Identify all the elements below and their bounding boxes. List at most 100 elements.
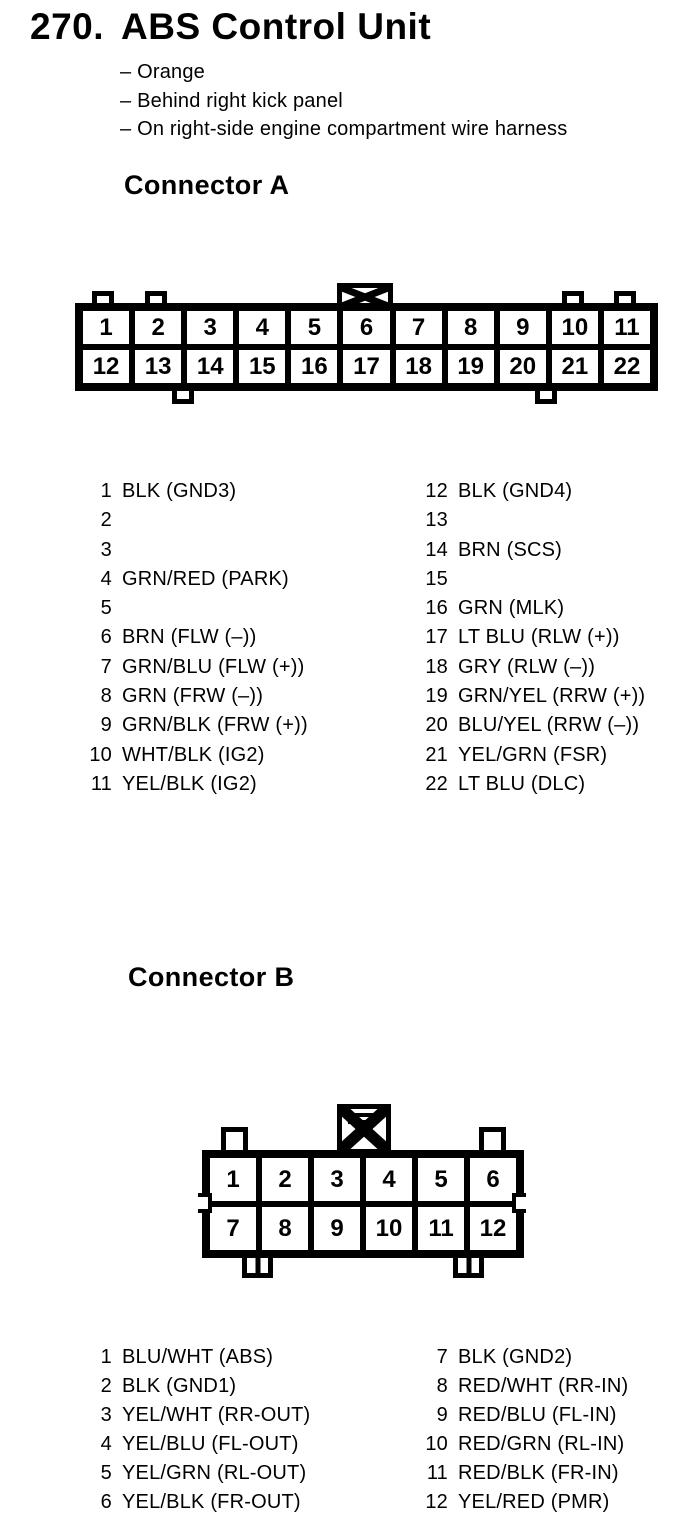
- pin-wire-label: BLK (GND4): [458, 480, 573, 502]
- pin-number: 20: [425, 714, 448, 737]
- pin-cell-5: 5: [415, 1155, 467, 1204]
- pin-number: 11: [90, 772, 112, 795]
- pin-wire-label: YEL/RED (PMR): [458, 1491, 610, 1513]
- pinout-row: 7 BLK (GND2): [402, 1343, 628, 1372]
- pin-cell-22: 22: [600, 347, 653, 386]
- pin-wire-label: BLK (GND3): [122, 480, 237, 502]
- pin-wire-label: LT BLU (DLC): [458, 772, 586, 795]
- pin-wire-label: RED/BLU (FL-IN): [458, 1404, 617, 1426]
- connector-b-side-notch: [512, 1193, 526, 1213]
- pinout-row: 20 BLU/YEL (RRW (–)): [402, 711, 645, 740]
- pinout-row: 18 GRY (RLW (–)): [402, 653, 645, 682]
- tab-slot: [466, 1255, 471, 1275]
- pin-cell-9: 9: [311, 1204, 363, 1253]
- pin-number: 3: [100, 1404, 112, 1426]
- pin-number: 10: [425, 1433, 448, 1455]
- pin-cell-1: 1: [207, 1155, 259, 1204]
- pinout-row: 6 BRN (FLW (–)): [66, 623, 308, 652]
- pin-wire-label: GRN/BLU (FLW (+)): [122, 655, 305, 678]
- pinout-row: 4 GRN/RED (PARK): [66, 565, 308, 594]
- pin-number: 8: [100, 685, 112, 708]
- pinout-row: 22 LT BLU (DLC): [402, 770, 645, 799]
- pin-wire-label: GRY (RLW (–)): [458, 655, 596, 678]
- pin-cell-3: 3: [311, 1155, 363, 1204]
- pin-wire-label: GRN/YEL (RRW (+)): [458, 685, 646, 708]
- pin-wire-label: BLK (GND2): [458, 1346, 573, 1368]
- pin-wire-label: GRN (FRW (–)): [122, 685, 264, 708]
- pin-number: 4: [100, 567, 112, 590]
- pin-cell-12: 12: [467, 1204, 519, 1253]
- pin-cell-8: 8: [259, 1204, 311, 1253]
- pin-cell-18: 18: [392, 347, 445, 386]
- pinout-row: 9 RED/BLU (FL-IN): [402, 1401, 628, 1430]
- pinout-row: 8 GRN (FRW (–)): [66, 682, 308, 711]
- pin-number: 3: [100, 538, 112, 561]
- pin-number: 22: [425, 772, 448, 795]
- pin-cell-14: 14: [184, 347, 237, 386]
- pin-number: 5: [100, 597, 112, 620]
- pin-cell-12: 12: [80, 347, 133, 386]
- pin-wire-label: GRN/RED (PARK): [122, 567, 289, 590]
- pin-cell-7: 7: [207, 1204, 259, 1253]
- pin-cell-2: 2: [259, 1155, 311, 1204]
- pin-cell-7: 7: [392, 308, 445, 347]
- location-notes: – Orange – Behind right kick panel – On …: [120, 58, 567, 144]
- pin-wire-label: BRN (FLW (–)): [122, 626, 257, 649]
- pin-number: 6: [100, 626, 112, 649]
- pin-wire-label: RED/WHT (RR-IN): [458, 1375, 629, 1397]
- pin-cell-5: 5: [288, 308, 341, 347]
- tab-slot: [255, 1255, 260, 1275]
- pin-wire-label: GRN (MLK): [458, 597, 565, 620]
- pinout-row: 2: [66, 506, 308, 535]
- pin-cell-21: 21: [548, 347, 601, 386]
- pinout-row: 16 GRN (MLK): [402, 594, 645, 623]
- pin-wire-label: GRN/BLK (FRW (+)): [122, 714, 308, 737]
- connector-b-heading: Connector B: [128, 962, 295, 992]
- pin-cell-16: 16: [288, 347, 341, 386]
- pin-number: 12: [425, 480, 448, 502]
- pin-number: 9: [436, 1404, 448, 1426]
- pin-cell-8: 8: [444, 308, 497, 347]
- pin-number: 7: [436, 1346, 448, 1368]
- pin-wire-label: WHT/BLK (IG2): [122, 743, 265, 766]
- pinout-row: 9 GRN/BLK (FRW (+)): [66, 711, 308, 740]
- pin-number: 13: [425, 509, 448, 532]
- pin-number: 2: [100, 509, 112, 532]
- connector-b-latch-icon: [337, 1104, 391, 1154]
- pinout-row: 3: [66, 536, 308, 565]
- pin-wire-label: YEL/BLU (FL-OUT): [122, 1433, 299, 1455]
- pin-number: 16: [425, 597, 448, 620]
- pin-number: 18: [425, 655, 448, 678]
- pin-wire-label: BLU/YEL (RRW (–)): [458, 714, 640, 737]
- pin-cell-6: 6: [467, 1155, 519, 1204]
- pin-cell-15: 15: [236, 347, 289, 386]
- pin-cell-17: 17: [340, 347, 393, 386]
- pinout-row: 13: [402, 506, 645, 535]
- pin-cell-11: 11: [415, 1204, 467, 1253]
- section-number: 270.: [30, 6, 105, 47]
- pin-wire-label: BLK (GND1): [122, 1375, 237, 1397]
- pin-wire-label: YEL/BLK (FR-OUT): [122, 1491, 301, 1513]
- note-line: – On right-side engine compartment wire …: [120, 118, 568, 140]
- pin-number: 6: [100, 1491, 112, 1513]
- connector-a-heading: Connector A: [124, 170, 290, 200]
- pinout-row: 3 YEL/WHT (RR-OUT): [66, 1401, 311, 1430]
- pinout-row: 5: [66, 594, 308, 623]
- note-line: – Orange: [120, 61, 205, 83]
- pin-wire-label: YEL/WHT (RR-OUT): [122, 1404, 311, 1426]
- note-line: – Behind right kick panel: [120, 89, 343, 112]
- pin-number: 9: [100, 714, 112, 737]
- pin-wire-label: RED/BLK (FR-IN): [458, 1462, 619, 1484]
